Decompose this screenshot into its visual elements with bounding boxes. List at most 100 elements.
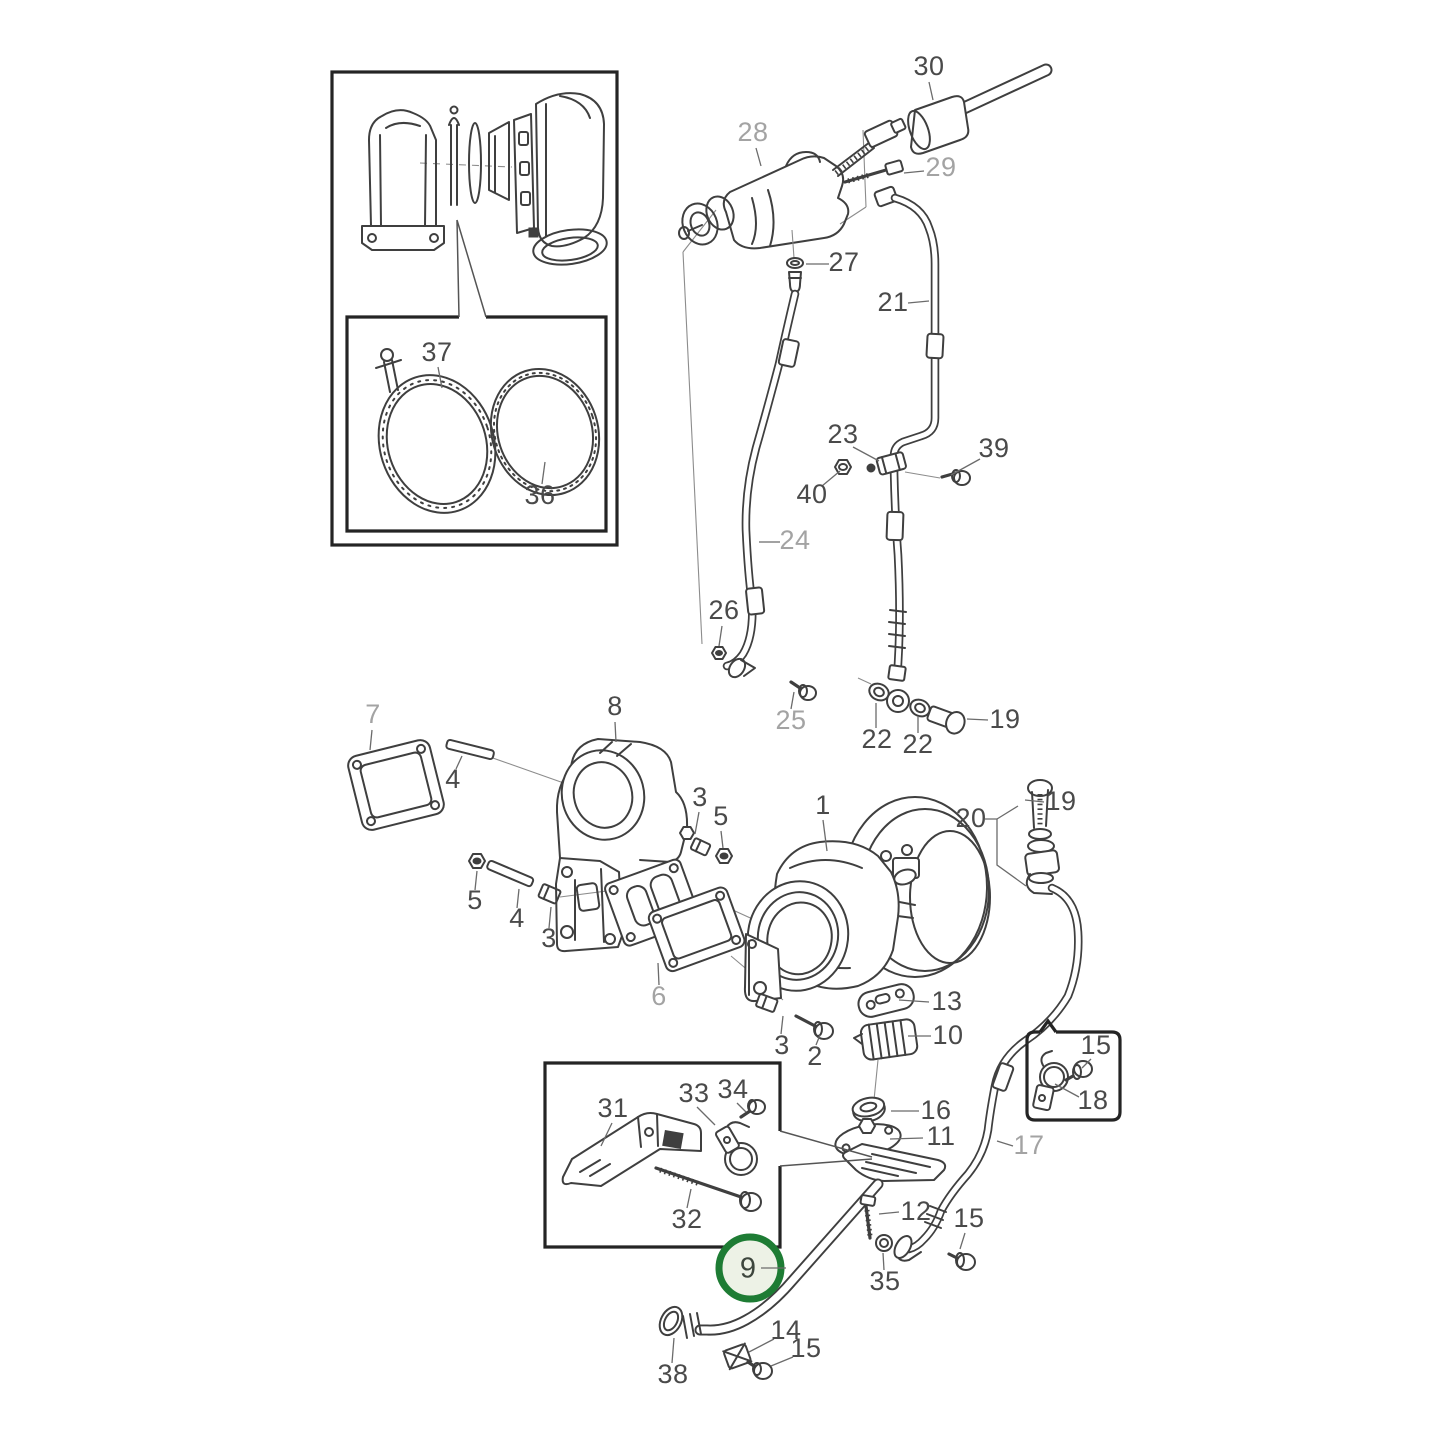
part-number-18[interactable]: 18 xyxy=(1077,1085,1108,1115)
part-callout-15-31[interactable]: 15 xyxy=(1080,1030,1111,1069)
part-number-31[interactable]: 31 xyxy=(597,1093,628,1123)
part-number-3[interactable]: 3 xyxy=(692,782,708,812)
part-number-5[interactable]: 5 xyxy=(467,885,483,915)
part-callout-14-44[interactable]: 14 xyxy=(748,1315,802,1353)
part-callout-37-5[interactable]: 37 xyxy=(421,337,452,389)
part-number-38[interactable]: 38 xyxy=(657,1359,688,1389)
part-callout-29-2[interactable]: 29 xyxy=(903,152,957,182)
part-number-30[interactable]: 30 xyxy=(913,51,944,81)
drawing-segment xyxy=(777,338,800,368)
part-callout-16-37[interactable]: 16 xyxy=(891,1095,952,1125)
part-callout-5-24[interactable]: 5 xyxy=(467,870,483,915)
part-callout-31-36[interactable]: 31 xyxy=(597,1093,628,1147)
part-callout-34-33[interactable]: 34 xyxy=(717,1074,748,1113)
drawing-segment xyxy=(715,890,726,901)
highlighted-part-9[interactable]: 9 xyxy=(715,1233,786,1303)
part-number-10[interactable]: 10 xyxy=(932,1020,963,1050)
part-callout-1-20[interactable]: 1 xyxy=(815,790,831,852)
part-callout-26-11[interactable]: 26 xyxy=(708,595,739,647)
part-number-4[interactable]: 4 xyxy=(445,764,461,794)
part-number-19[interactable]: 19 xyxy=(989,704,1020,734)
part-number-26[interactable]: 26 xyxy=(708,595,739,625)
part-number-8[interactable]: 8 xyxy=(607,691,623,721)
selected-part-number[interactable]: 9 xyxy=(740,1253,756,1285)
part-number-29[interactable]: 29 xyxy=(925,152,956,182)
part-callout-2-32[interactable]: 2 xyxy=(807,1034,823,1071)
part-number-22[interactable]: 22 xyxy=(902,729,933,759)
part-callout-3-26[interactable]: 3 xyxy=(541,906,557,953)
part-callout-13-28[interactable]: 13 xyxy=(898,986,963,1016)
part-number-15[interactable]: 15 xyxy=(1080,1030,1111,1060)
part-number-16[interactable]: 16 xyxy=(920,1095,951,1125)
part-callout-11-38[interactable]: 11 xyxy=(889,1121,956,1151)
part-callout-19-22[interactable]: 19 xyxy=(1024,786,1077,816)
part-number-2[interactable]: 2 xyxy=(807,1041,823,1071)
part-number-36[interactable]: 36 xyxy=(524,480,555,510)
part-number-14[interactable]: 14 xyxy=(770,1315,801,1345)
part-callout-3-30[interactable]: 3 xyxy=(774,1015,790,1060)
part-number-34[interactable]: 34 xyxy=(717,1074,748,1104)
part-callout-33-34[interactable]: 33 xyxy=(678,1078,716,1126)
part-number-3[interactable]: 3 xyxy=(541,923,557,953)
part-number-21[interactable]: 21 xyxy=(877,287,908,317)
part-number-4[interactable]: 4 xyxy=(509,903,525,933)
part-number-12[interactable]: 12 xyxy=(900,1196,931,1226)
part-callout-3-19[interactable]: 3 xyxy=(692,782,708,835)
drawing-segment xyxy=(786,257,804,269)
part-number-32[interactable]: 32 xyxy=(671,1204,702,1234)
part-number-39[interactable]: 39 xyxy=(978,433,1009,463)
part-callout-10-29[interactable]: 10 xyxy=(908,1020,964,1050)
part-callout-27-3[interactable]: 27 xyxy=(806,247,860,277)
part-callout-18-35[interactable]: 18 xyxy=(1054,1083,1109,1115)
part-callout-38-46[interactable]: 38 xyxy=(657,1337,688,1389)
part-number-15[interactable]: 15 xyxy=(790,1333,821,1363)
part-callout-39-7[interactable]: 39 xyxy=(950,433,1010,476)
part-number-19[interactable]: 19 xyxy=(1045,786,1076,816)
part-callout-25-15[interactable]: 25 xyxy=(775,691,806,735)
part-number-11[interactable]: 11 xyxy=(926,1121,955,1151)
part-number-13[interactable]: 13 xyxy=(931,986,962,1016)
part-callout-4-25[interactable]: 4 xyxy=(509,888,525,933)
part-callout-23-6[interactable]: 23 xyxy=(827,419,880,462)
drawing-segment xyxy=(1064,1074,1075,1082)
part-callout-35-43[interactable]: 35 xyxy=(869,1252,900,1296)
part-number-1[interactable]: 1 xyxy=(815,790,831,820)
part-number-23[interactable]: 23 xyxy=(827,419,858,449)
part-callout-22-16[interactable]: 22 xyxy=(861,703,892,754)
part-number-22[interactable]: 22 xyxy=(861,724,892,754)
part-callout-20-23[interactable]: 20 xyxy=(955,803,1027,887)
part-callout-32-42[interactable]: 32 xyxy=(671,1188,702,1234)
part-callout-30-0[interactable]: 30 xyxy=(913,51,944,101)
part-number-37[interactable]: 37 xyxy=(421,337,452,367)
part-number-25[interactable]: 25 xyxy=(775,705,806,735)
part-number-20[interactable]: 20 xyxy=(955,803,986,833)
part-number-27[interactable]: 27 xyxy=(828,247,859,277)
part-callout-15-45[interactable]: 15 xyxy=(770,1333,822,1367)
part-callout-4-18[interactable]: 4 xyxy=(445,755,463,794)
part-number-33[interactable]: 33 xyxy=(678,1078,709,1108)
part-number-17[interactable]: 17 xyxy=(1013,1130,1044,1160)
part-callout-5-21[interactable]: 5 xyxy=(713,801,729,849)
part-number-40[interactable]: 40 xyxy=(796,479,827,509)
part-callout-6-27[interactable]: 6 xyxy=(651,962,667,1011)
part-number-5[interactable]: 5 xyxy=(713,801,729,831)
part-callout-22-17[interactable]: 22 xyxy=(902,716,933,759)
part-callout-24-10[interactable]: 24 xyxy=(759,525,811,555)
part-callout-19-14[interactable]: 19 xyxy=(966,704,1021,734)
part-callout-40-8[interactable]: 40 xyxy=(796,470,841,509)
part-number-15[interactable]: 15 xyxy=(953,1203,984,1233)
part-callout-15-41[interactable]: 15 xyxy=(953,1203,984,1250)
part-callout-21-4[interactable]: 21 xyxy=(877,287,930,317)
part-callout-7-13[interactable]: 7 xyxy=(365,699,381,751)
part-callout-12-40[interactable]: 12 xyxy=(878,1196,932,1226)
part-number-24[interactable]: 24 xyxy=(779,525,810,555)
part-callout-28-1[interactable]: 28 xyxy=(737,117,768,167)
part-number-35[interactable]: 35 xyxy=(869,1266,900,1296)
part-number-28[interactable]: 28 xyxy=(737,117,768,147)
part-callout-17-39[interactable]: 17 xyxy=(996,1130,1045,1160)
part-number-7[interactable]: 7 xyxy=(365,699,381,729)
part-number-3[interactable]: 3 xyxy=(774,1030,790,1060)
part-number-6[interactable]: 6 xyxy=(651,981,667,1011)
part-callout-8-12[interactable]: 8 xyxy=(607,691,623,743)
part-callout-36-9[interactable]: 36 xyxy=(524,461,555,510)
